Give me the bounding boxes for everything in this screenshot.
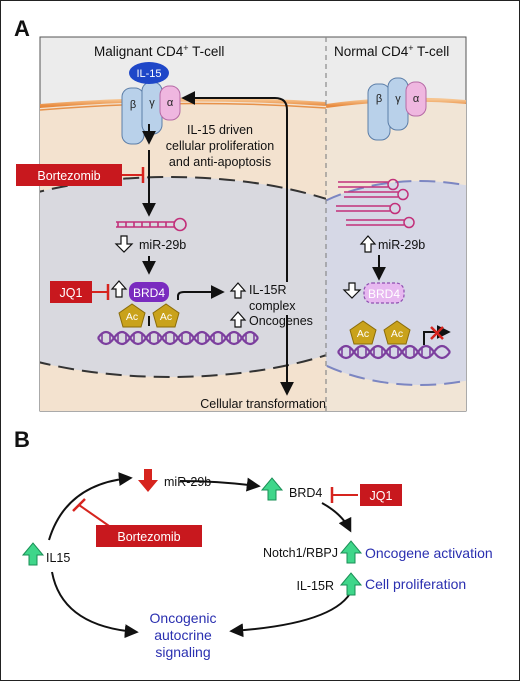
mirna-hairpins-normal: [336, 178, 415, 229]
svg-text:γ: γ: [395, 93, 401, 105]
oncogene-activation-node: Notch1/RBPJ Oncogene activation: [263, 540, 493, 564]
svg-text:Oncogene activation: Oncogene activation: [365, 545, 493, 561]
svg-text:Cell proliferation: Cell proliferation: [365, 576, 466, 592]
svg-text:signaling: signaling: [155, 644, 210, 660]
ac-acetyl-marks-a: Ac Ac: [118, 303, 180, 328]
svg-text:γ: γ: [149, 97, 155, 109]
svg-text:miR-29b: miR-29b: [378, 238, 425, 252]
svg-text:cellular proliferation: cellular proliferation: [166, 139, 274, 153]
il15-effect-text: IL-15 driven cellular proliferation and …: [166, 123, 274, 169]
svg-text:BRD4: BRD4: [133, 286, 165, 300]
svg-text:BRD4: BRD4: [368, 287, 400, 301]
svg-text:miR-29b: miR-29b: [139, 238, 186, 252]
jq1-box-a: JQ1: [50, 281, 110, 303]
normal-title: Normal CD4+ T-cell: [334, 43, 449, 59]
svg-text:complex: complex: [249, 299, 296, 313]
svg-text:Bortezomib: Bortezomib: [37, 169, 100, 183]
panel-b-cycle-arrows: [48, 472, 353, 639]
cell-proliferation-node: IL-15R Cell proliferation: [296, 572, 466, 596]
brd4-node: BRD4: [260, 477, 322, 501]
svg-text:β: β: [130, 99, 136, 111]
svg-text:Ac: Ac: [126, 311, 138, 323]
svg-text:IL-15 driven: IL-15 driven: [187, 123, 253, 137]
il15-ligand: IL-15: [129, 62, 169, 84]
mir29b-node: miR-29b: [138, 469, 211, 492]
autocrine-signaling-label: Oncogenic autocrine signaling: [150, 610, 217, 660]
dna-helix-normal: [337, 344, 451, 360]
jq1-box-b: JQ1: [330, 484, 402, 506]
malignant-il15-receptor: β γ α: [121, 81, 181, 145]
svg-text:IL-15R: IL-15R: [249, 283, 287, 297]
svg-text:JQ1: JQ1: [370, 489, 393, 503]
malignant-title: Malignant CD4+ T-cell: [94, 43, 224, 59]
svg-text:BRD4: BRD4: [289, 486, 322, 500]
malignant-pathway-arrows: [142, 91, 294, 396]
oncogenes-label: Oncogenes: [229, 311, 313, 328]
panel-a-box: [39, 36, 467, 412]
svg-text:Notch1/RBPJ: Notch1/RBPJ: [263, 546, 338, 560]
mir29b-down-indicator: miR-29b: [114, 235, 186, 253]
il15r-complex-label: IL-15R complex: [229, 282, 296, 313]
dna-helix-malignant: [97, 330, 259, 346]
ac-acetyl-marks-normal: Ac Ac: [349, 320, 411, 345]
mirna-hairpin-malignant: [116, 217, 187, 232]
bortezomib-box-b: Bortezomib: [72, 498, 202, 547]
svg-text:and anti-apoptosis: and anti-apoptosis: [169, 155, 271, 169]
svg-text:Bortezomib: Bortezomib: [117, 530, 180, 544]
svg-text:α: α: [167, 97, 174, 109]
svg-text:JQ1: JQ1: [60, 286, 83, 300]
svg-text:IL15: IL15: [46, 551, 70, 565]
panel-a-label: A: [14, 16, 30, 41]
svg-text:autocrine: autocrine: [154, 627, 212, 643]
malignant-nucleus: [40, 176, 326, 378]
svg-text:Oncogenes: Oncogenes: [249, 314, 313, 328]
svg-text:β: β: [376, 93, 382, 105]
brd4-up-indicator: [110, 280, 128, 298]
panel-b-label: B: [14, 427, 30, 452]
svg-text:Ac: Ac: [357, 328, 369, 340]
blocked-transcription: [423, 325, 451, 345]
brd4-down-normal: BRD4: [342, 282, 405, 304]
cellular-transformation-label: Cellular transformation: [200, 397, 326, 411]
il15-node: IL15: [21, 542, 70, 566]
brd4-protein-a: BRD4: [129, 282, 169, 302]
svg-text:Ac: Ac: [160, 311, 172, 323]
normal-il15-receptor: β γ α: [367, 77, 427, 141]
svg-text:Oncogenic: Oncogenic: [150, 610, 217, 626]
svg-text:IL-15R: IL-15R: [296, 579, 334, 593]
bortezomib-box-a: Bortezomib: [16, 164, 145, 186]
svg-text:IL-15: IL-15: [136, 68, 161, 80]
svg-text:α: α: [413, 93, 420, 105]
svg-text:Ac: Ac: [391, 328, 403, 340]
svg-text:miR-29b: miR-29b: [164, 475, 211, 489]
mir29b-up-normal: miR-29b: [359, 235, 425, 253]
